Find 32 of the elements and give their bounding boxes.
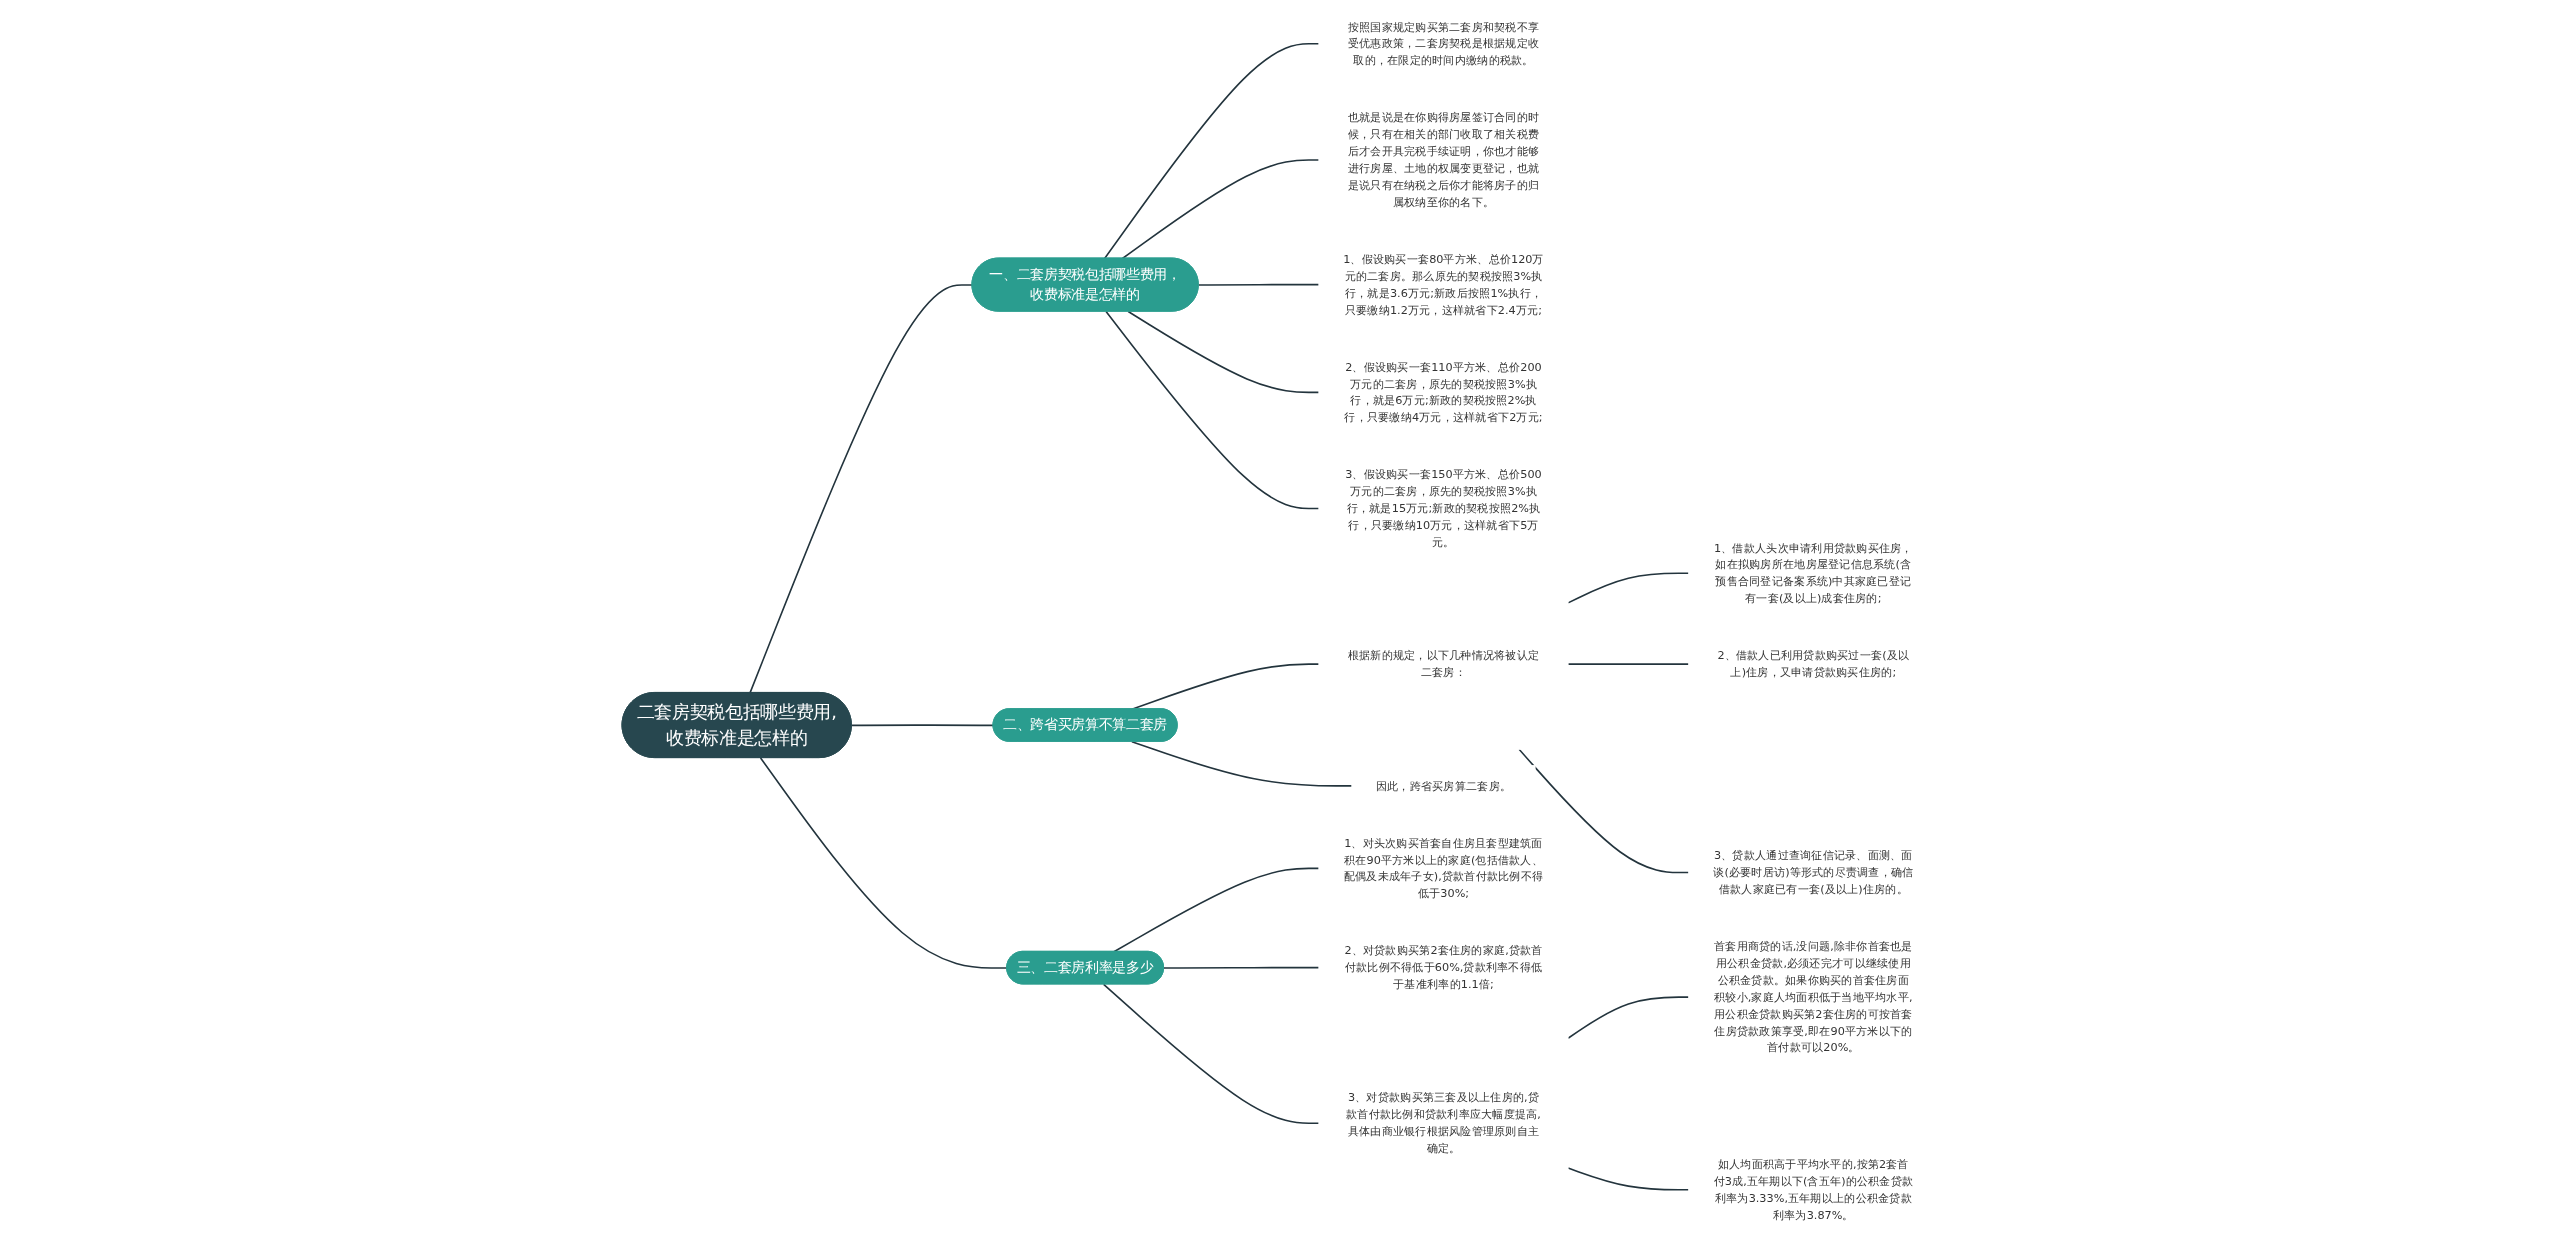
node-text: 如人均面积高于平均水平的,按第2套首付3成,五年期以下(含五年)的公积金贷款利率为3.33%,五年期以上的公积金贷款利率为3.87%。 xyxy=(1713,1157,1914,1222)
node-text: 根据新的规定，以下几种情况将被认定二套房： xyxy=(1347,648,1540,679)
node-text: 2、借款人已利用贷款购买过一套(及以上)住房，又申请贷款购买住房的; xyxy=(1717,648,1910,679)
connector xyxy=(1518,748,1690,874)
node-text: 2、假设购买一套110平方米、总价200万元的二套房，原先的契税按照3%执行，就是6万元;新政的契税按照2%执行，只要缴纳4万元，这样就省下2万元; xyxy=(1344,360,1543,424)
node-text: 1、对头次购买首套自住房且套型建筑面积在90平方米以上的家庭(包括借款人、配偶及未成年子女),贷款首付款比例不得低于30%; xyxy=(1343,836,1544,900)
connector xyxy=(749,284,974,694)
connector xyxy=(1102,983,1320,1124)
connector xyxy=(1197,283,1320,286)
node-text: 按照国家规定购买第二套房和契税不享受优惠政策，二套房契税是根据规定收取的，在限定的时间内缴纳的税款。 xyxy=(1347,20,1540,67)
node-text: 1、借款人头次申请利用贷款购买住房，如在拟购房所在地房屋登记信息系统(含预售合同登记备案系统)中其家庭已登记有一套(及以上)成套住房的; xyxy=(1714,541,1913,605)
node-text: 3、对贷款购买第三套及以上住房的,贷款首付款比例和贷款利率应大幅度提高,具体由商业银行根据风险管理原则自主确定。 xyxy=(1346,1091,1541,1155)
connector xyxy=(1131,740,1353,787)
connector xyxy=(1163,966,1320,969)
connector xyxy=(1105,310,1320,510)
node-text: 首套用商贷的话,没问题,除非你首套也是用公积金贷款,必须还完才可以继续使用公积金贷款。如果你购买的首套住房面积较小,家庭人均面积低于当地平均水平,用公积金贷款购买第2套住房的可按首套住房贷款政策享受,即在90平方米以下的首付款可以20%。 xyxy=(1714,939,1913,1054)
connector xyxy=(1127,310,1320,394)
node-text: 3、假设购买一套150平方米、总价500万元的二套房，原先的契税按照3%执行，就是15万元;新政的契税按照2%执行，只要缴纳10万元，这样就省下5万元。 xyxy=(1345,467,1542,549)
connector xyxy=(850,724,995,727)
connector xyxy=(759,757,1008,969)
node-text: 因此，跨省买房算二套房。 xyxy=(1375,779,1512,792)
node-text: 也就是说是在你购得房屋签订合同的时候，只有在相关的部门收取了相关税费后才会开具完税手续证明，你也才能够进行房屋、土地的权属变更登记，也就是说只有在纳税之后你才能将房子的归属权纳至你的名下。 xyxy=(1347,110,1540,209)
connector xyxy=(1567,1167,1690,1191)
connector xyxy=(1121,159,1320,260)
connector xyxy=(1567,572,1690,604)
node-text: 3、贷款人通过查询征信记录、面测、面谈(必要时居访)等形式的尽责调查，确信借款人家庭已有一套(及以上)住房的。 xyxy=(1713,848,1914,896)
connector xyxy=(1567,996,1690,1040)
node-text: 1、假设购买一套80平方米、总价120万元的二套房。那么原先的契税按照3%执行，就是3.6万元;新政后按照1%执行，只要缴纳1.2万元，这样就省下2.4万元; xyxy=(1343,252,1544,316)
node-text: 2、对贷款购买第2套住房的家庭,贷款首付款比例不得低于60%,贷款利率不得低于基准利率的1.1倍; xyxy=(1344,943,1543,991)
connector xyxy=(1103,43,1320,260)
connector xyxy=(1567,663,1690,665)
connector xyxy=(1113,867,1320,953)
